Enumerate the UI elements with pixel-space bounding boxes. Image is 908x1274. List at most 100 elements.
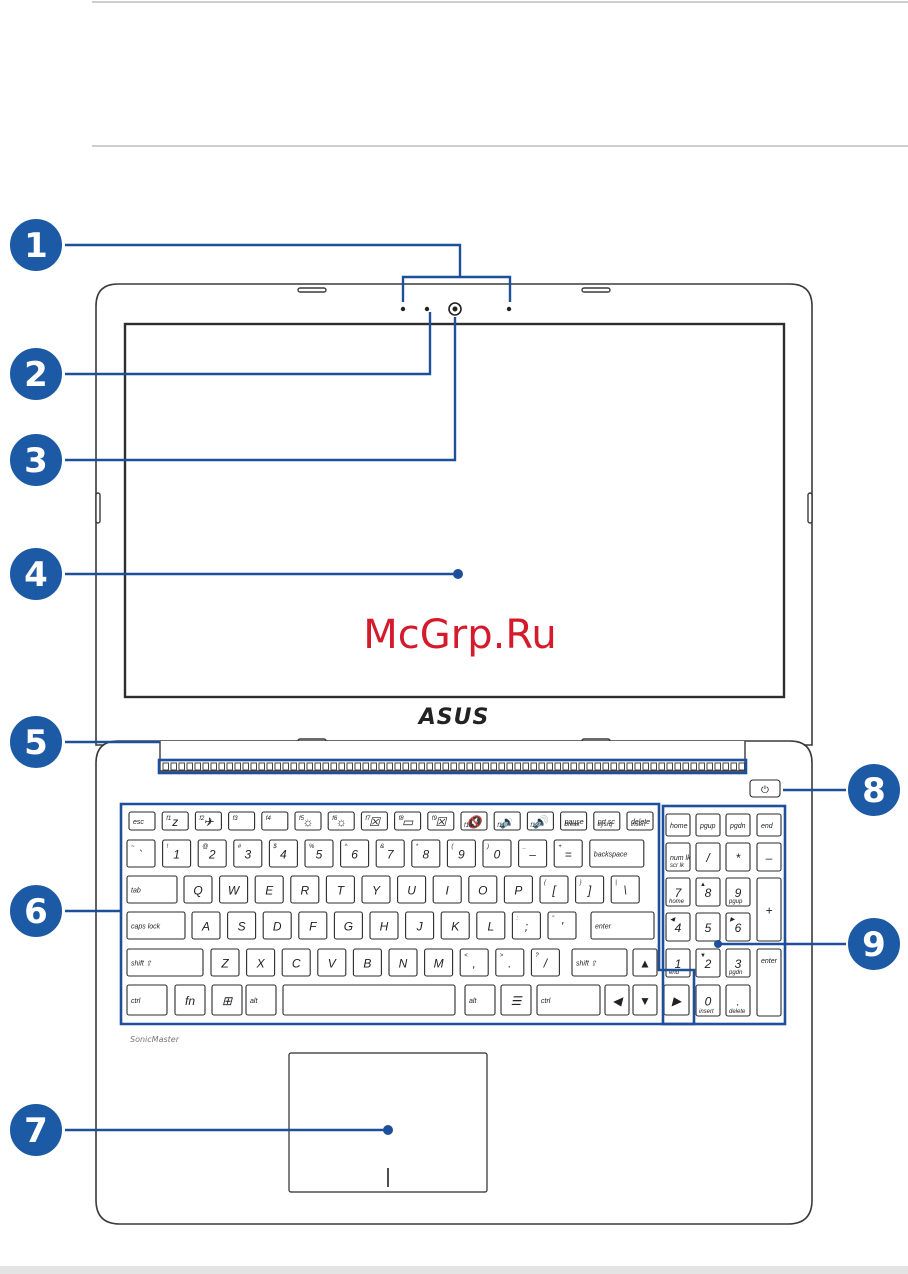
key-cap[interactable] (325, 875, 355, 904)
key[interactable]: –_ (518, 839, 548, 868)
key-cap[interactable] (228, 811, 256, 831)
key-cap[interactable] (126, 911, 186, 940)
key-cap[interactable] (298, 911, 328, 940)
key-cap[interactable] (695, 877, 721, 907)
key[interactable]: 8* (411, 839, 441, 868)
key[interactable]: ☼f6 (327, 811, 355, 831)
key[interactable]: ☒f7 (360, 811, 388, 831)
key-cap[interactable] (352, 948, 382, 977)
key[interactable]: E (254, 875, 284, 904)
key[interactable]: ☰ (500, 984, 532, 1016)
key-cap[interactable] (405, 911, 435, 940)
key-cap[interactable] (459, 948, 489, 977)
key-cap[interactable] (432, 875, 462, 904)
key-cap[interactable] (495, 948, 525, 977)
key[interactable]: pgdn (725, 813, 751, 837)
key-cap[interactable] (411, 839, 441, 868)
key[interactable]: .delete (725, 984, 751, 1017)
key-cap[interactable] (254, 875, 284, 904)
key-cap[interactable] (375, 839, 405, 868)
key[interactable]: I (432, 875, 462, 904)
key-cap[interactable] (604, 984, 630, 1016)
key[interactable]: / (695, 842, 721, 872)
key[interactable]: .> (495, 948, 525, 977)
key-cap[interactable] (340, 839, 370, 868)
key-cap[interactable] (183, 875, 213, 904)
key-cap[interactable] (282, 984, 456, 1016)
key[interactable]: W (219, 875, 249, 904)
key[interactable]: alt (464, 984, 496, 1016)
key-cap[interactable] (665, 912, 691, 942)
key[interactable]: ;: (511, 911, 541, 940)
key-cap[interactable] (245, 984, 277, 1016)
key[interactable]: f3 (228, 811, 256, 831)
key-cap[interactable] (571, 948, 628, 977)
key[interactable]: end (756, 813, 782, 837)
key-cap[interactable] (665, 813, 691, 837)
key-cap[interactable] (665, 842, 691, 872)
key-cap[interactable] (560, 811, 588, 831)
key[interactable]: * (725, 842, 751, 872)
key[interactable]: P (503, 875, 533, 904)
key[interactable]: Z (210, 948, 240, 977)
key-cap[interactable] (126, 984, 168, 1016)
key[interactable]: Y (361, 875, 391, 904)
key-cap[interactable] (333, 911, 363, 940)
key[interactable]: enter (756, 948, 782, 1017)
key[interactable]: ctrl (536, 984, 601, 1016)
key-cap[interactable] (317, 948, 347, 977)
key-cap[interactable] (500, 984, 532, 1016)
key[interactable]: 🔉f11 (493, 811, 521, 831)
key-cap[interactable] (725, 877, 751, 907)
key-cap[interactable] (503, 875, 533, 904)
key-cap[interactable] (162, 839, 192, 868)
key-cap[interactable] (194, 811, 222, 831)
key-cap[interactable] (424, 948, 454, 977)
key[interactable]: backspace (589, 839, 645, 868)
key-cap[interactable] (695, 948, 721, 978)
key[interactable]: ▼ (632, 984, 658, 1016)
key[interactable]: 6▶ (725, 912, 751, 942)
key[interactable]: U (397, 875, 427, 904)
key[interactable]: V (317, 948, 347, 977)
key-cap[interactable] (632, 948, 658, 977)
key-cap[interactable] (526, 811, 554, 831)
key-cap[interactable] (756, 877, 782, 942)
key-cap[interactable] (547, 911, 577, 940)
key-cap[interactable] (756, 948, 782, 1017)
key[interactable]: \| (610, 875, 640, 904)
key-cap[interactable] (161, 811, 189, 831)
key[interactable]: esc (128, 811, 156, 831)
key[interactable]: `~ (126, 839, 156, 868)
key[interactable]: /? (530, 948, 560, 977)
key-cap[interactable] (511, 911, 541, 940)
key-cap[interactable] (191, 911, 221, 940)
key[interactable]: =+ (553, 839, 583, 868)
key-cap[interactable] (174, 984, 206, 1016)
key[interactable]: L (476, 911, 506, 940)
key-cap[interactable] (695, 813, 721, 837)
key-cap[interactable] (128, 811, 156, 831)
key[interactable]: 3# (233, 839, 263, 868)
key-cap[interactable] (233, 839, 263, 868)
key[interactable]: 1! (162, 839, 192, 868)
key[interactable]: 🔇f10 (460, 811, 488, 831)
key[interactable]: 9( (446, 839, 476, 868)
key[interactable]: ,< (459, 948, 489, 977)
power-button[interactable] (749, 779, 781, 798)
key[interactable]: 8▲ (695, 877, 721, 907)
key[interactable]: 0) (482, 839, 512, 868)
key-cap[interactable] (262, 911, 292, 940)
key-cap[interactable] (227, 911, 257, 940)
key[interactable]: X (246, 948, 276, 977)
key-cap[interactable] (482, 839, 512, 868)
key-cap[interactable] (626, 811, 654, 831)
key-cap[interactable] (464, 984, 496, 1016)
key-cap[interactable] (261, 811, 289, 831)
key[interactable]: enter (590, 911, 655, 940)
key[interactable]: Q (183, 875, 213, 904)
